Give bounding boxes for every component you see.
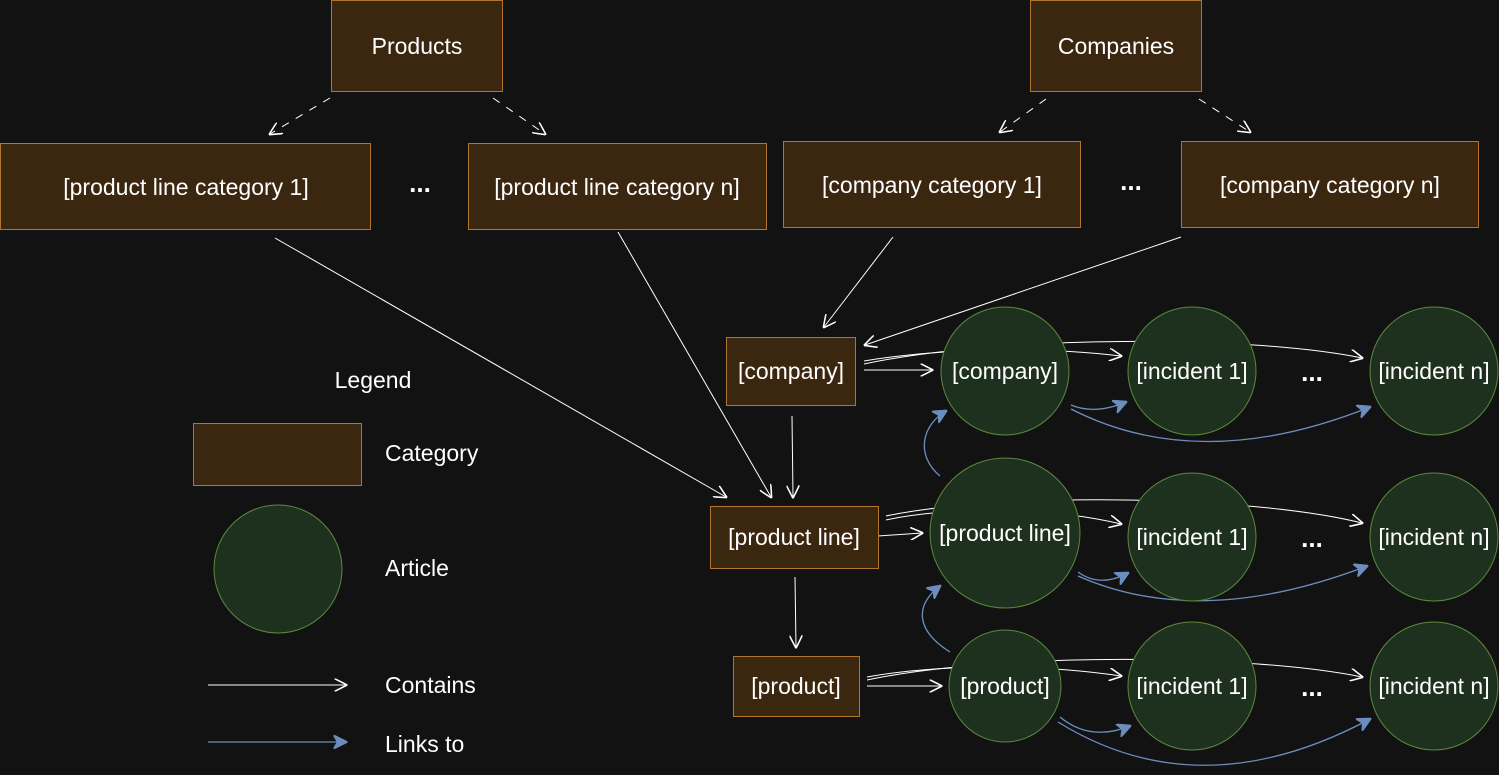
article-company-incident-1[interactable]: [incident 1]	[1127, 306, 1257, 436]
link-productline-to-company	[923, 411, 946, 477]
node-company-category-n-label: [company category n]	[1220, 172, 1440, 198]
node-companies-label: Companies	[1058, 33, 1174, 59]
node-company-category-1[interactable]: [company category 1]	[783, 141, 1081, 228]
node-company-category-n[interactable]: [company category n]	[1181, 141, 1479, 228]
link-company-to-incidentn	[1070, 407, 1370, 443]
edge-company-to-productline	[792, 415, 793, 497]
article-company-incident-n[interactable]: [incident n]	[1369, 306, 1499, 436]
edge-productline-to-product	[795, 576, 796, 647]
legend-contains-label: Contains	[385, 672, 476, 698]
article-product-incident-n[interactable]: [incident n]	[1369, 621, 1499, 751]
node-product-line-category[interactable]: [product line]	[710, 506, 879, 569]
article-company-incident-1-label: [incident 1]	[1136, 358, 1247, 384]
edge-compcat1-to-company	[824, 236, 894, 327]
node-products-label: Products	[372, 33, 463, 59]
legend-category-swatch	[193, 423, 362, 486]
node-company-category[interactable]: [company]	[726, 337, 856, 406]
node-products[interactable]: Products	[331, 0, 503, 92]
edge-productline-cat-to-article	[877, 533, 922, 536]
ellipsis-product-categories: ...	[409, 168, 431, 198]
edge-products-to-catn	[492, 97, 545, 134]
article-company-incident-n-label: [incident n]	[1378, 358, 1489, 384]
edge-companies-to-catn	[1198, 98, 1250, 132]
edge-plcatn-to-productline	[617, 231, 771, 497]
article-product-line-incident-n-label: [incident n]	[1378, 524, 1489, 550]
ellipsis-company-categories: ...	[1120, 166, 1142, 196]
node-product-category[interactable]: [product]	[733, 656, 860, 717]
legend-category-label: Category	[385, 440, 479, 466]
node-company-category-1-label: [company category 1]	[822, 172, 1042, 198]
edge-products-to-cat1	[270, 97, 331, 134]
node-product-line-category-n[interactable]: [product line category n]	[468, 143, 767, 230]
link-productline-to-incidentn	[1077, 566, 1367, 602]
legend-article-label: Article	[385, 555, 449, 581]
article-product-line-incident-1-label: [incident 1]	[1136, 524, 1247, 550]
article-product-line[interactable]: [product line]	[929, 457, 1081, 609]
link-product-to-incidentn	[1057, 719, 1370, 766]
node-product-line-category-1-label: [product line category 1]	[63, 174, 308, 200]
article-company-label: [company]	[952, 358, 1058, 384]
article-product-incident-1-label: [incident 1]	[1136, 673, 1247, 699]
legend-title: Legend	[335, 367, 412, 393]
article-product-incident-n-label: [incident n]	[1378, 673, 1489, 699]
legend-article-swatch	[213, 504, 343, 634]
node-companies[interactable]: Companies	[1030, 0, 1202, 92]
article-product-line-incident-n[interactable]: [incident n]	[1369, 472, 1499, 602]
edge-company-cat-to-incidentn	[863, 340, 1362, 365]
link-product-to-incident1	[1059, 716, 1130, 732]
edge-compcatn-to-company	[865, 236, 1182, 345]
article-product[interactable]: [product]	[948, 629, 1062, 743]
article-product-line-label: [product line]	[939, 520, 1071, 546]
node-product-category-label: [product]	[751, 673, 841, 699]
edge-plcat1-to-productline	[274, 237, 726, 497]
node-product-line-category-label: [product line]	[728, 524, 860, 550]
node-product-line-category-n-label: [product line category n]	[494, 174, 739, 200]
link-company-to-incident1	[1070, 402, 1126, 409]
node-product-line-category-1[interactable]: [product line category 1]	[0, 143, 371, 230]
edge-product-cat-to-incidentn	[866, 658, 1362, 680]
article-product-incident-1[interactable]: [incident 1]	[1127, 621, 1257, 751]
ellipsis-company-incidents: ...	[1301, 357, 1323, 387]
edge-companies-to-cat1	[1000, 98, 1047, 132]
article-company[interactable]: [company]	[940, 306, 1070, 436]
article-product-label: [product]	[960, 673, 1050, 699]
article-product-line-incident-1[interactable]: [incident 1]	[1127, 472, 1257, 602]
ellipsis-product-line-incidents: ...	[1301, 523, 1323, 553]
ellipsis-product-incidents: ...	[1301, 672, 1323, 702]
link-product-to-productline	[921, 586, 951, 653]
link-productline-to-incident1	[1077, 571, 1128, 580]
legend-links-label: Links to	[385, 731, 464, 757]
legend: Legend Category Article Contains Links t…	[193, 367, 479, 757]
node-company-category-label: [company]	[738, 358, 844, 384]
